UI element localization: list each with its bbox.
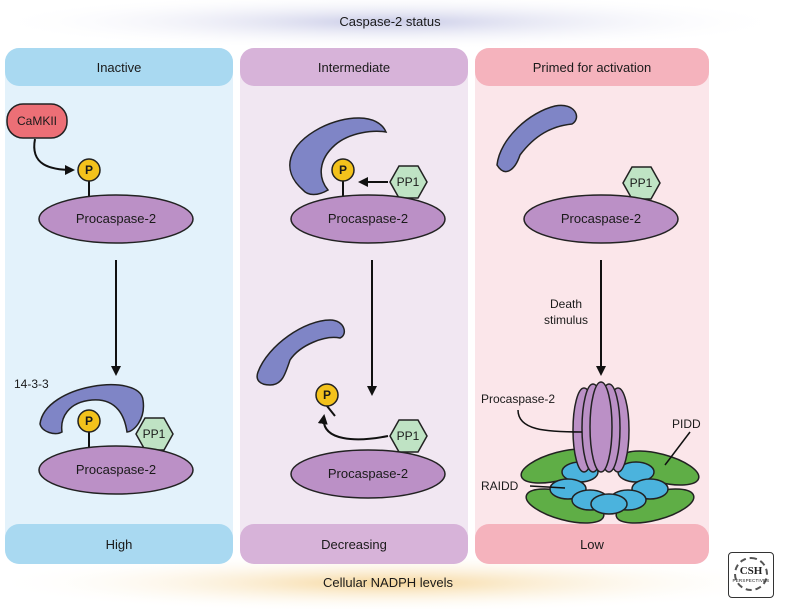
nadph-high-label: High [105, 537, 133, 552]
procaspase-2-molecule [38, 445, 194, 495]
procaspase-label: Procaspase-2 [327, 211, 409, 226]
logo-ring [734, 557, 768, 591]
procaspase-complex-label: Procaspase-2 [481, 392, 556, 406]
raidd-leader [529, 485, 566, 489]
camkii-kinase [6, 103, 68, 139]
logo-subtext: PERSPECTIVES [732, 578, 770, 583]
nadph-low-label: Low [580, 537, 604, 552]
released-14-3-3 [496, 104, 578, 173]
phosphate-group [77, 409, 101, 433]
footer-glow [0, 553, 785, 609]
status-intermediate-label: Intermediate [317, 60, 391, 75]
footer-title: Cellular NADPH levels [322, 575, 454, 590]
camkii-label: CaMKII [16, 114, 58, 128]
protein-14-3-3 [289, 117, 388, 196]
procaspase-complex-leader [517, 409, 583, 433]
death-stimulus-line-2: stimulus [543, 313, 589, 327]
csh-perspectives-logo: CSH PERSPECTIVES [728, 552, 774, 598]
pp1-label: PP1 [629, 176, 653, 190]
phosphate-group [315, 383, 339, 407]
phosphate-removal-arrow [317, 414, 389, 441]
procaspase-label: Procaspase-2 [75, 462, 157, 477]
status-primed-label: Primed for activation [532, 60, 652, 75]
phospho-label: P [84, 414, 94, 428]
death-stimulus-line-1: Death [549, 297, 583, 311]
pp1-label: PP1 [396, 429, 420, 443]
phospho-label: P [322, 388, 332, 402]
procaspase-label: Procaspase-2 [75, 211, 157, 226]
procaspase-2-molecule [290, 194, 446, 244]
pidd-leader [664, 431, 691, 466]
logo-text: CSH [739, 565, 763, 577]
procaspase-label: Procaspase-2 [327, 466, 409, 481]
header-title: Caspase-2 status [339, 14, 441, 29]
pp1-label: PP1 [142, 427, 166, 441]
procaspase-2-molecule [290, 449, 446, 499]
column-inactive-panel [5, 48, 233, 564]
procaspase-label: Procaspase-2 [560, 211, 642, 226]
pidd-label: PIDD [672, 417, 701, 431]
protein-14-3-3-label: 14-3-3 [14, 377, 49, 391]
header-glow [0, 0, 785, 50]
pp1-label: PP1 [396, 175, 420, 189]
nadph-decreasing-label: Decreasing [321, 537, 387, 552]
procaspase-2-molecule [523, 194, 679, 244]
procaspase-2-molecule [38, 194, 194, 244]
piddosome-complex [520, 381, 700, 524]
camkii-phosphorylation-arrow [33, 138, 75, 175]
released-14-3-3 [256, 319, 346, 386]
phosphate-group [77, 158, 101, 182]
status-inactive-label: Inactive [96, 60, 142, 75]
raidd-label: RAIDD [481, 479, 519, 493]
phospho-label: P [338, 163, 348, 177]
phospho-label: P [84, 163, 94, 177]
phosphate-group [331, 158, 355, 182]
phospho-stem [326, 405, 336, 417]
protein-14-3-3 [39, 384, 145, 435]
